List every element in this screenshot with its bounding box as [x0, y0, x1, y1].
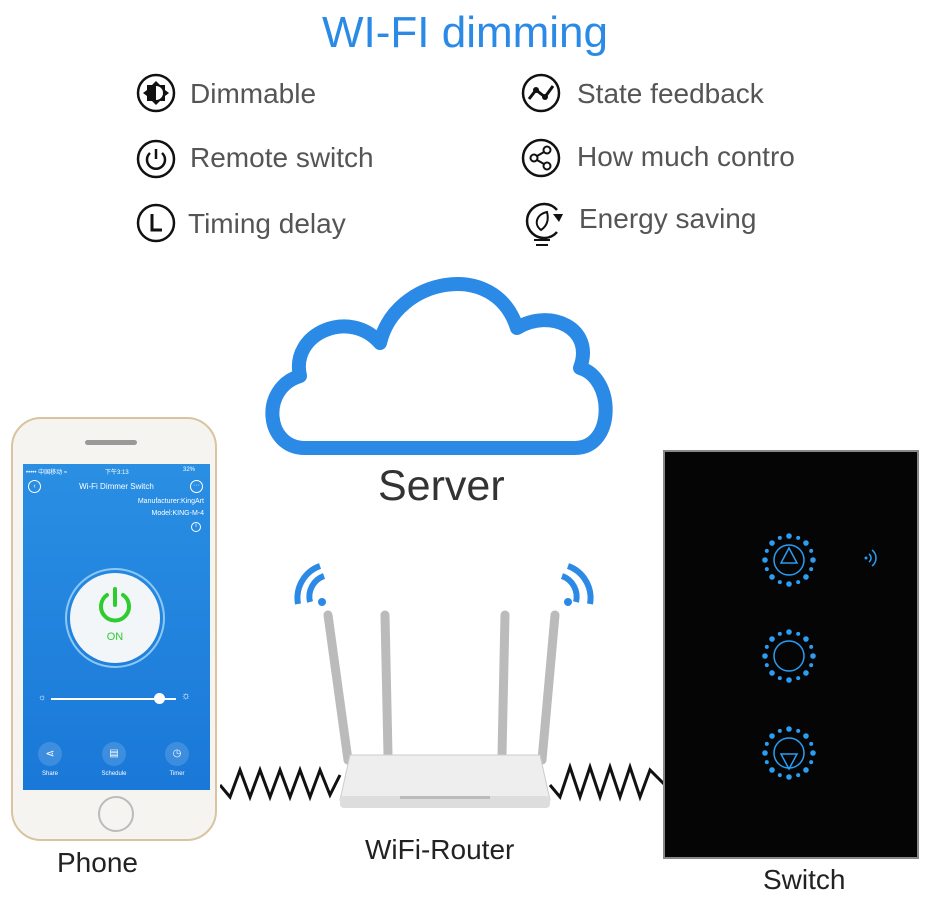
power-icon [136, 139, 176, 179]
down-arrow-icon [779, 753, 799, 771]
app-title: Wi-Fi Dimmer Switch [79, 482, 154, 491]
dimmable-icon [136, 73, 176, 113]
feature-state-feedback: State feedback [577, 78, 764, 109]
power-icon [99, 587, 131, 623]
cloud-icon [265, 277, 613, 455]
phone-label: Phone [57, 847, 138, 878]
wireless-icon [868, 549, 877, 567]
share-button[interactable]: ⋖ [38, 742, 62, 766]
status-battery: 32% [183, 467, 196, 473]
leaf-bulb-icon [525, 202, 563, 246]
switch-up-button[interactable] [762, 533, 816, 587]
feature-remote-switch: Remote switch [190, 142, 374, 173]
state-feedback-icon [521, 73, 561, 113]
router-label: WiFi-Router [365, 834, 515, 865]
brightness-slider[interactable] [51, 693, 176, 704]
schedule-button[interactable]: ▤ [102, 742, 126, 766]
manufacturer: Manufacturer:KingArt [137, 498, 204, 505]
clock-icon [136, 203, 176, 243]
share-label: Share [41, 771, 58, 777]
home-button[interactable] [98, 796, 134, 832]
page-title: WI-FI dimming [322, 8, 608, 57]
slider-knob[interactable] [153, 693, 165, 704]
server-label: Server [378, 462, 505, 510]
switch-power-button[interactable] [762, 629, 816, 683]
feature-dimmable: Dimmable [190, 78, 317, 109]
app-screen: ••••• 中国移动 ≈ 下午3:13 32% ‹ Wi-Fi Dimmer S… [23, 464, 210, 790]
feature-how-much-control: How much contro [577, 141, 795, 172]
feature-energy-saving: Energy saving [579, 203, 757, 234]
info-icon[interactable]: i [191, 522, 201, 532]
back-button[interactable]: ‹ [28, 480, 41, 493]
model: Model:KING-M-4 [151, 510, 204, 517]
phone-speaker [85, 440, 137, 445]
power-state: ON [106, 631, 124, 643]
switch-panel [663, 450, 919, 859]
share-icon [521, 138, 561, 178]
switch-buttons [762, 533, 877, 780]
status-carrier: ••••• 中国移动 ≈ [26, 470, 68, 476]
switch-label: Switch [763, 864, 846, 895]
power-button[interactable]: ON [70, 573, 160, 663]
schedule-label: Schedule [101, 771, 127, 777]
dim-icon: ☼ [38, 692, 47, 702]
more-button[interactable]: ··· [190, 480, 203, 493]
power-ring [65, 568, 165, 668]
router-image [294, 563, 594, 808]
connection-waves [220, 762, 665, 802]
timer-button[interactable]: ◷ [165, 742, 189, 766]
up-arrow-icon [779, 546, 799, 564]
status-time: 下午3:13 [105, 470, 129, 476]
bright-icon: ☼ [181, 690, 192, 702]
switch-down-button[interactable] [762, 726, 816, 780]
feature-timing-delay: Timing delay [188, 208, 346, 239]
timer-label: Timer [169, 771, 185, 777]
